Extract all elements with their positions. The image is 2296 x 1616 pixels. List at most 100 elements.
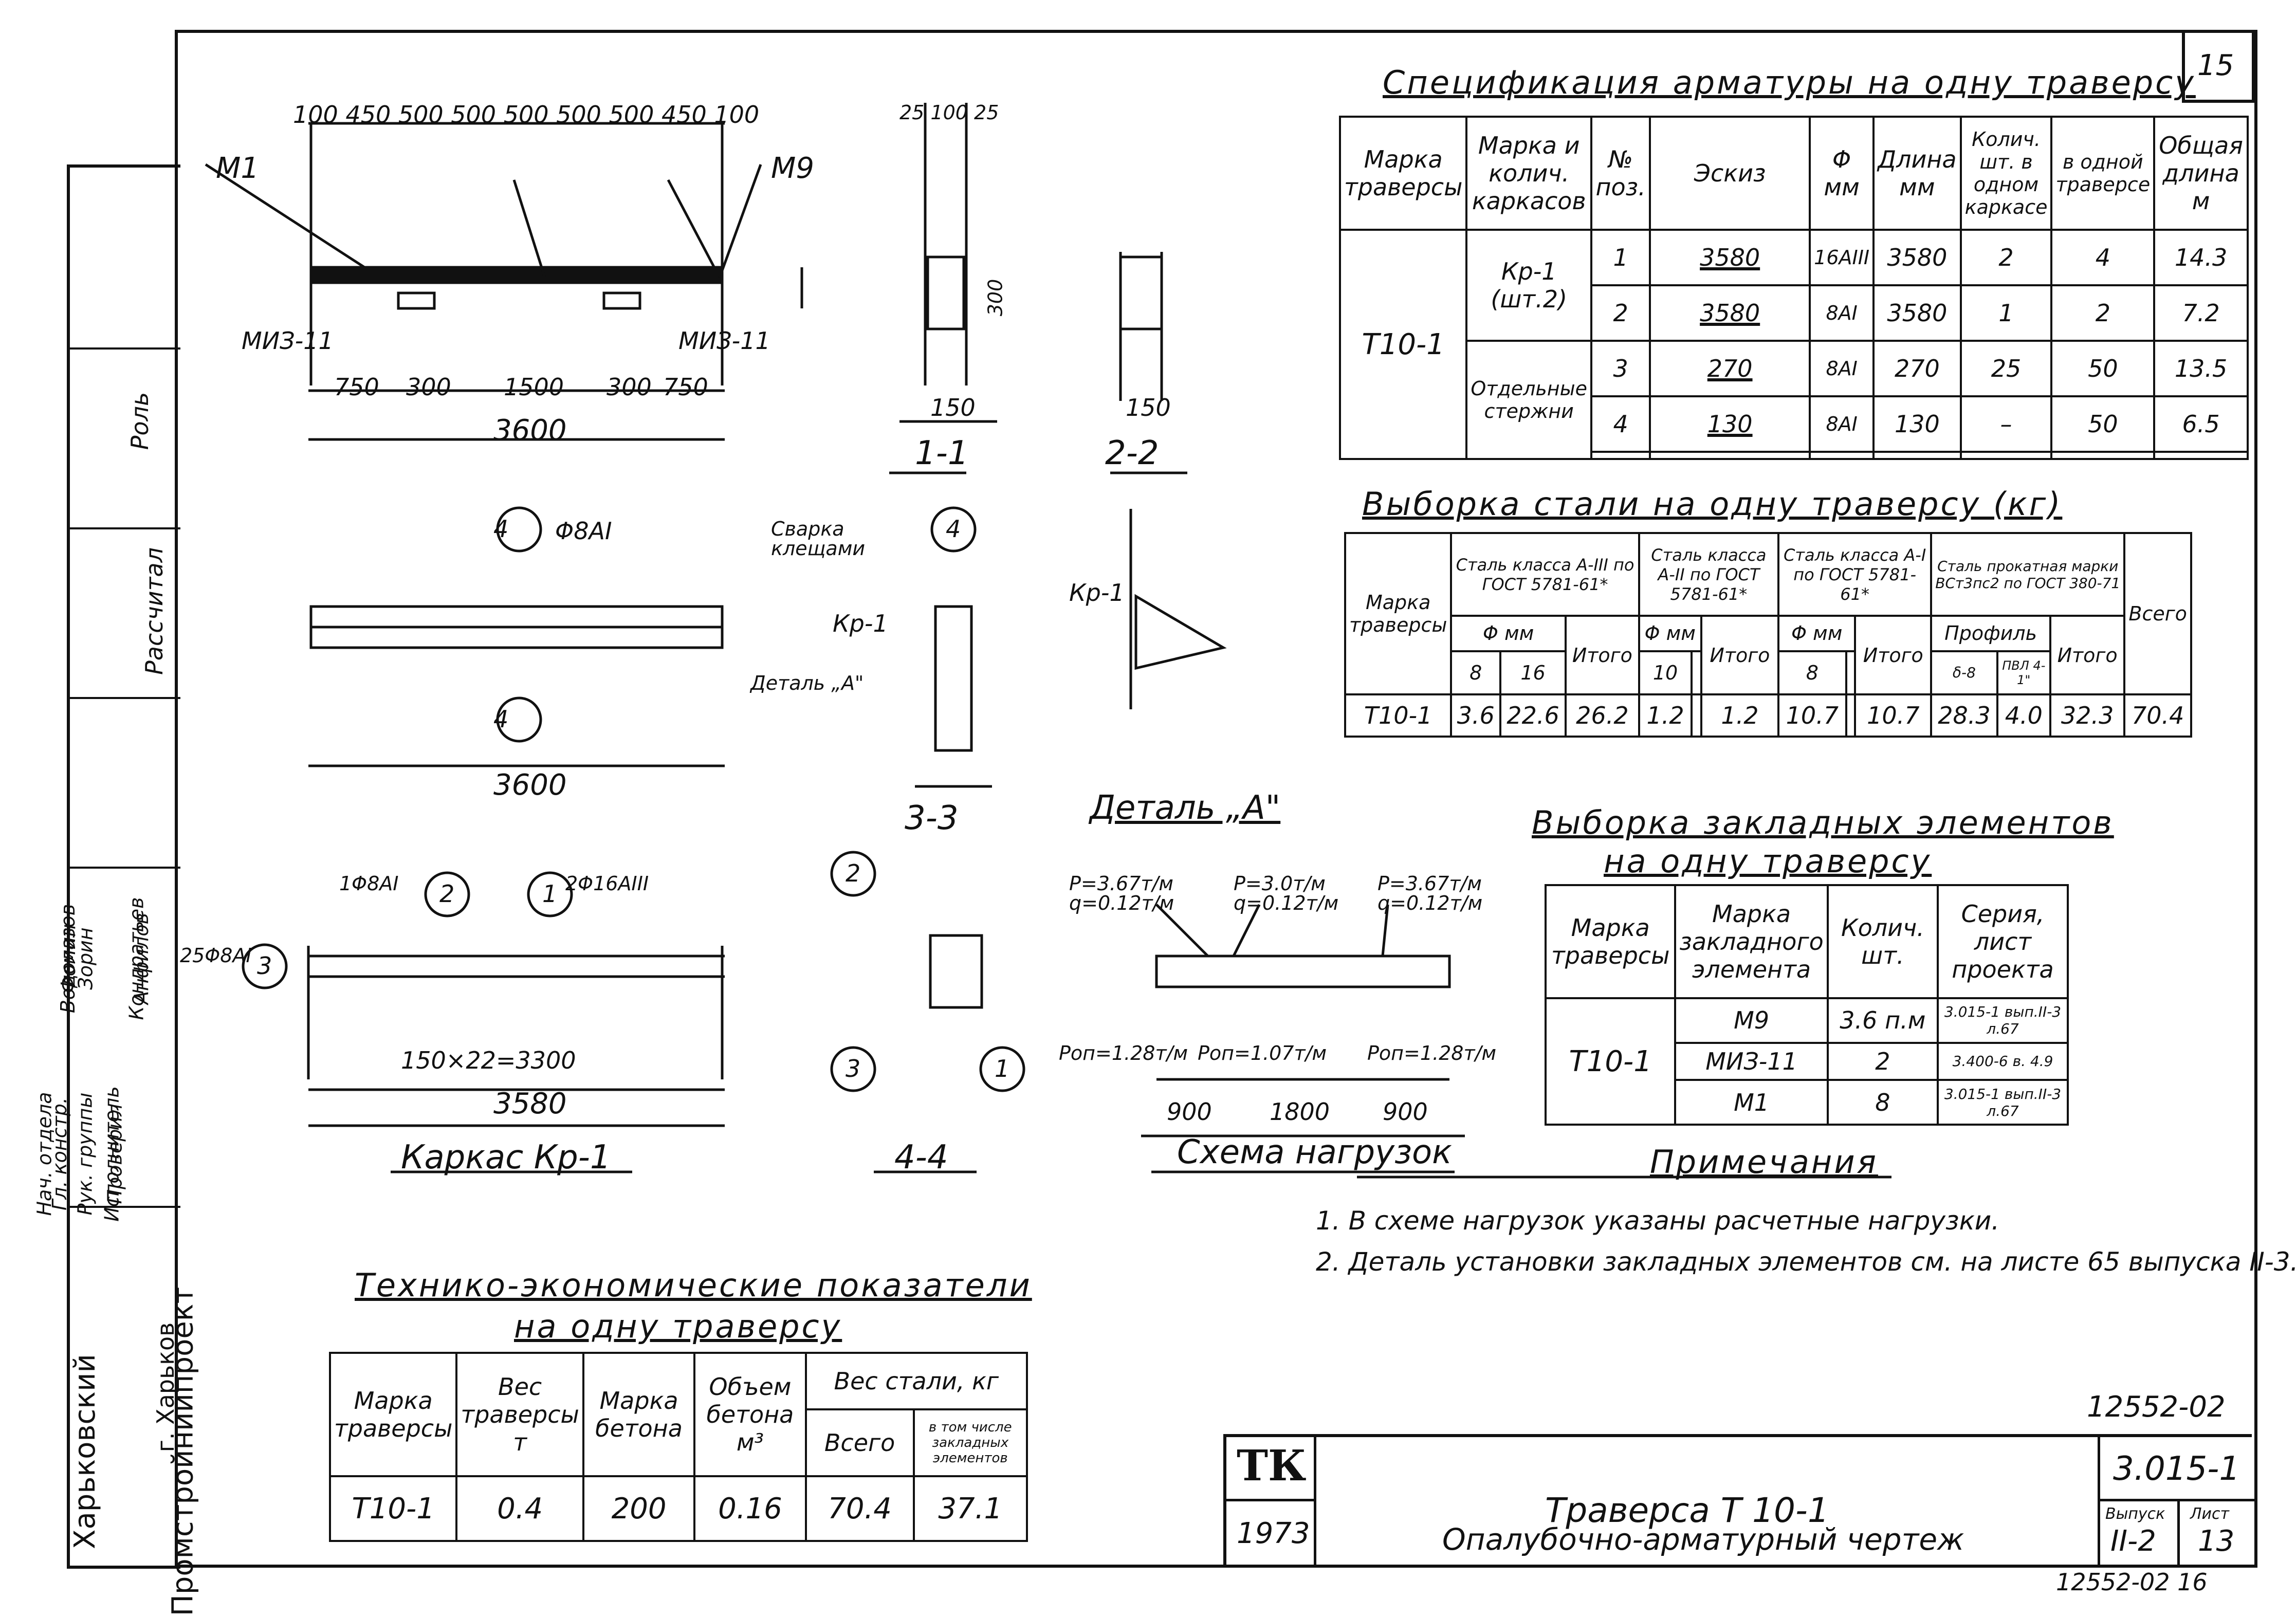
signature-area <box>70 697 180 869</box>
spec-pos: 2 <box>1590 284 1651 342</box>
embed-el: МИЗ-11 <box>1674 1041 1829 1081</box>
steel-cell: 28.3 <box>1930 693 1998 738</box>
steel-sub-empty <box>1845 650 1857 696</box>
scheme-title: Схема нагрузок <box>1177 1133 1452 1171</box>
svg-text:4: 4 <box>493 705 508 733</box>
karkas-dims: 150×22=3300 <box>401 1046 576 1074</box>
year: 1973 <box>1237 1517 1310 1550</box>
spec-sketch: 130 <box>1649 395 1811 453</box>
spec-total: 7.2 <box>2153 284 2249 342</box>
tech-h: Объем бетона м³ <box>693 1352 807 1477</box>
spec-empty <box>1649 451 1811 460</box>
vyp-divider <box>2177 1499 2180 1565</box>
steel-sub: 8 <box>1777 650 1847 696</box>
embed-title-2: на одну траверсу <box>1604 842 1932 880</box>
steel-vsego: Всего <box>2123 531 2192 696</box>
label-d8ai: Φ8АI <box>555 517 612 545</box>
title-name: Траверса Т 10-1 <box>1545 1491 1829 1530</box>
spec-n1: 1 <box>1959 284 2053 342</box>
embed-el: М1 <box>1674 1079 1829 1126</box>
reaction-label: Pоп=1.28т/м <box>1059 1042 1188 1064</box>
spec-n2: 50 <box>2050 340 2156 398</box>
note-item: 2. Деталь установки закладных элементов … <box>1316 1247 2296 1277</box>
spec-pos: 3 <box>1590 340 1651 398</box>
steel-cell: 10.7 <box>1854 693 1933 738</box>
label-pos2: 1Φ8АI <box>339 872 399 895</box>
spec-total: 6.5 <box>2153 395 2249 453</box>
sheet-number: 15 <box>2197 49 2234 82</box>
spec-pos: 4 <box>1590 395 1651 453</box>
steel-cell: 1.2 <box>1638 693 1693 738</box>
tech-cell: 0.4 <box>455 1475 584 1542</box>
spec-d: 8АI <box>1809 395 1875 453</box>
tech-h: Всего <box>804 1408 915 1477</box>
steel-itogo: Итого <box>2049 615 2126 696</box>
steel-cell: 22.6 <box>1499 693 1567 738</box>
load-label: P=3.67т/м q=0.12т/м <box>1069 872 1174 914</box>
sheet-number-box <box>2182 30 2255 103</box>
tk-box: ТК <box>1226 1437 1316 1501</box>
steel-itogo: Итого <box>1700 615 1780 696</box>
spec-pos: 1 <box>1590 228 1651 287</box>
label-svarka: Сварка клещами <box>771 518 866 560</box>
spec-empty <box>2050 451 2156 460</box>
spec-empty <box>1872 451 1962 460</box>
karkas-title: Каркас Кр-1 <box>401 1138 611 1177</box>
note-item: 1. В схеме нагрузок указаны расчетные на… <box>1316 1206 2000 1236</box>
embed-qty: 2 <box>1826 1041 1939 1081</box>
steel-cell: 3.6 <box>1450 693 1501 738</box>
embed-el: М9 <box>1674 997 1829 1044</box>
spec-sketch: 3580 <box>1649 284 1811 342</box>
tech-cell: 200 <box>582 1475 696 1542</box>
section-2-2-title: 2-2 <box>1105 434 1159 472</box>
section-1-1-title: 1-1 <box>915 434 969 472</box>
tech-title: Технико-экономические показатели <box>355 1266 1032 1304</box>
svg-text:1: 1 <box>995 1055 1009 1082</box>
label-miz-left: МИЗ-11 <box>242 327 334 355</box>
steel-dmm: Φ мм <box>1777 615 1857 652</box>
spec-table: Марка траверсы Марка и колич. каркасов №… <box>1338 116 2249 460</box>
spec-h: Φ мм <box>1809 116 1875 231</box>
spec-empty <box>2153 451 2249 460</box>
tk-logo: ТК <box>1237 1441 1307 1491</box>
spec-d: 16АIII <box>1809 228 1875 287</box>
svg-text:2: 2 <box>439 880 454 908</box>
section-1-1-dims: 25 100 25 <box>899 101 999 124</box>
label-m1: М1 <box>216 152 259 185</box>
label-miz-right: МИЗ-11 <box>678 327 770 355</box>
spec-marka: Т10-1 <box>1338 229 1468 460</box>
embed-h: Марка закладного элемента <box>1674 884 1829 999</box>
steel-table: Марка траверсы Сталь класса А-III по ГОС… <box>1344 531 2192 738</box>
spec-title: Спецификация арматуры на одну траверсу <box>1383 64 2196 101</box>
steel-sub: 8 <box>1450 650 1501 696</box>
steel-sub: 10 <box>1638 650 1693 696</box>
embed-ser: 3.015-1 вып.II-3 л.67 <box>1937 1079 2069 1126</box>
embed-marka: Т10-1 <box>1544 997 1677 1126</box>
side-box-3: Рассчитал <box>70 527 180 699</box>
spec-len: 3580 <box>1872 228 1962 287</box>
embed-h: Марка траверсы <box>1544 884 1677 999</box>
svg-text:4: 4 <box>493 515 508 543</box>
side-stamp: Роль Рассчитал Нач. отдела Гл. констр. Р… <box>33 164 199 1616</box>
reaction-label: Pоп=1.28т/м <box>1367 1042 1497 1064</box>
label-detal-a: Деталь „А" <box>750 672 864 694</box>
tech-h: в том числе закладных элементов <box>912 1408 1028 1477</box>
elev-dim: 750 <box>334 373 379 401</box>
notes-title: Примечания <box>1650 1143 1878 1181</box>
label-kr1-detail: Кр-1 <box>1069 579 1125 607</box>
spec-h: Длина мм <box>1872 116 1962 231</box>
steel-g4: Сталь прокатная марки ВСт3пс2 по ГОСТ 38… <box>1930 531 2126 617</box>
section-1-1-height: 300 <box>984 279 1007 317</box>
detail-a-title: Деталь „А" <box>1090 789 1281 827</box>
section-2-2-width: 150 <box>1126 394 1171 421</box>
spec-n1: – <box>1959 395 2053 453</box>
spec-d: 8АI <box>1809 340 1875 398</box>
reaction-label: Pоп=1.07т/м <box>1198 1042 1327 1064</box>
spec-h: Колич. шт. в одном каркасе <box>1959 116 2053 231</box>
spec-total: 13.5 <box>2153 340 2249 398</box>
svg-text:3: 3 <box>257 952 272 980</box>
elev-dim: 300 <box>607 373 652 401</box>
steel-cell: 4.0 <box>1996 693 2051 738</box>
steel-cell-empty <box>1691 693 1702 738</box>
